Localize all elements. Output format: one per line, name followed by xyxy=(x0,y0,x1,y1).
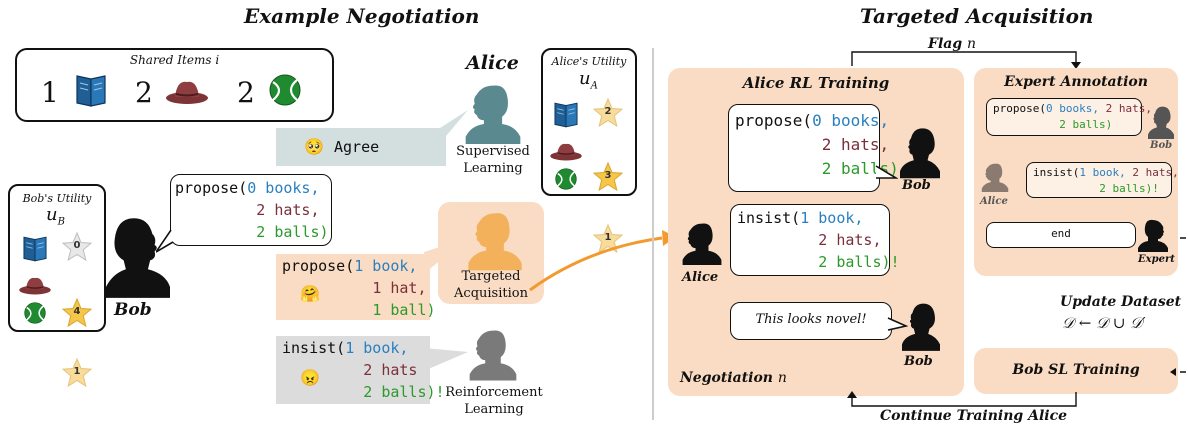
hat-icon xyxy=(550,143,582,161)
bob-utility-symbol: uB xyxy=(46,204,65,228)
bob-label: Bob xyxy=(902,178,931,193)
bob-label: Bob xyxy=(904,354,933,369)
expert-bob-text: propose(0 books, 2 hats, 2 balls) xyxy=(993,102,1152,131)
alice-rl-avatar xyxy=(469,330,517,381)
left-title: Example Negotiation xyxy=(244,4,480,28)
flag-label: Flag n xyxy=(928,36,977,52)
hat-icon xyxy=(19,277,51,295)
bob-avatar xyxy=(1148,106,1174,140)
alice-ball-star: 1 xyxy=(593,224,623,254)
update-arrow xyxy=(1170,237,1186,376)
count-hats: 2 xyxy=(135,76,153,109)
count-books: 1 xyxy=(41,76,59,109)
alice-rl-training-title: Alice RL Training xyxy=(742,74,890,92)
expert-end-text: end xyxy=(1051,227,1071,240)
hat-icon xyxy=(166,81,208,104)
bob-bubble-tail xyxy=(156,230,174,253)
continue-training-label: Continue Training Alice xyxy=(880,408,1068,424)
pleading-face-icon: 🥺 xyxy=(304,137,324,156)
expert-end-bubble: end xyxy=(986,222,1136,248)
agree-bubble: 🥺 Agree xyxy=(276,128,446,166)
agree-text: Agree xyxy=(334,138,380,156)
ball-icon xyxy=(555,168,577,190)
alice-name: Alice xyxy=(466,52,519,74)
bob-avatar xyxy=(106,218,170,298)
targeted-proposal-bubble: propose(1 book, 1 hat, 1 ball) 🤗 xyxy=(276,254,436,320)
book-icon xyxy=(23,236,47,262)
bob-hat-star: 4 xyxy=(62,298,92,328)
novel-text: This looks novel! xyxy=(755,312,867,327)
flag-arrow xyxy=(851,51,1081,69)
alice-book-star: 2 xyxy=(593,98,623,128)
targeted-proposal-text: propose(1 book, 1 hat, 1 ball) xyxy=(282,257,436,319)
expert-alice-text: insist(1 book, 2 hats, 2 balls)! xyxy=(1033,166,1179,195)
targeted-acquisition-arrow xyxy=(529,230,676,292)
rl-bubble-tail xyxy=(424,348,468,370)
hugging-face-icon: 🤗 xyxy=(300,284,320,303)
expert-bob-label: Bob xyxy=(1150,140,1173,151)
alice-avatar xyxy=(682,223,722,265)
alice-avatar xyxy=(981,163,1009,192)
negotiation-label: Negotiation n xyxy=(680,370,787,386)
rl-alice-insist-text: insist(1 book, 2 hats, 2 balls)! xyxy=(737,209,900,271)
rl-bob-bubble-tail xyxy=(875,165,898,179)
ball-icon xyxy=(269,74,302,107)
rl-bob-proposal-bubble: propose(0 books, 2 hats, 2 balls) xyxy=(728,104,899,192)
book-icon xyxy=(554,102,578,128)
shared-items-label: Shared Items i xyxy=(129,53,220,67)
update-dataset-title: Update Dataset xyxy=(1060,294,1182,310)
bob-name: Bob xyxy=(114,300,152,320)
panel-divider xyxy=(652,48,654,420)
expert-label: Expert xyxy=(1138,254,1175,265)
shared-items-symbol: i xyxy=(215,53,220,67)
expert-annotation-title: Expert Annotation xyxy=(1004,74,1148,90)
bob-avatar xyxy=(900,128,940,179)
alice-hat-star: 3 xyxy=(593,162,623,192)
expert-alice-label: Alice xyxy=(980,196,1008,207)
expert-annotation-box: Expert Annotation propose(0 books, 2 hat… xyxy=(974,68,1179,276)
rl-proposal-text: insist(1 book, 2 hats 2 balls)! xyxy=(282,339,445,401)
rl-proposal-bubble: insist(1 book, 2 hats 2 balls)! 😠 xyxy=(276,336,445,404)
bob-sl-training-box: Bob SL Training xyxy=(974,348,1178,394)
update-dataset-formula: 𝒟 ← 𝒟 ∪ 𝒟′ xyxy=(1062,314,1146,332)
ball-icon xyxy=(24,302,46,324)
count-balls: 2 xyxy=(237,76,255,109)
shared-items-box: Shared Items i 1 2 2 xyxy=(15,48,334,122)
expert-bob-bubble: propose(0 books, 2 hats, 2 balls) xyxy=(986,98,1152,136)
expert-alice-bubble: insist(1 book, 2 hats, 2 balls)! xyxy=(1026,162,1179,198)
bob-utility-box: Bob's Utility uB 0 4 1 xyxy=(8,184,106,387)
angry-face-icon: 😠 xyxy=(300,368,320,387)
alice-rl-training-box: Alice RL Training propose(0 books, 2 hat… xyxy=(668,68,964,396)
continue-training-arrow xyxy=(847,391,1077,407)
alice-label: Alice xyxy=(682,270,719,285)
novel-bubble-tail xyxy=(887,317,908,331)
bob-ball-star: 1 xyxy=(62,358,92,388)
alice-targeted-avatar xyxy=(468,213,522,271)
novel-bubble: This looks novel! xyxy=(730,302,892,340)
rl-alice-insist-bubble: insist(1 book, 2 hats, 2 balls)! xyxy=(730,204,900,276)
agree-bubble-tail xyxy=(440,110,468,136)
expert-avatar xyxy=(1138,219,1168,252)
bob-proposal-bubble: propose(0 books, 2 hats, 2 balls) xyxy=(170,174,332,246)
alice-supervised-avatar xyxy=(465,85,521,144)
alice-utility-symbol: uA xyxy=(579,68,598,92)
targeted-bubble-tail xyxy=(424,238,468,272)
bob-avatar xyxy=(902,303,940,351)
rl-bob-proposal-text: propose(0 books, 2 hats, 2 balls) xyxy=(735,111,899,178)
alice-utility-box: Alice's Utility uA 2 3 1 xyxy=(541,48,637,253)
right-title: Targeted Acquisition xyxy=(860,4,1094,28)
book-icon xyxy=(76,75,106,107)
alice-utility-label: Alice's Utility xyxy=(551,55,627,68)
bob-sl-training-title: Bob SL Training xyxy=(1012,362,1140,378)
bob-utility-label: Bob's Utility xyxy=(22,192,92,205)
bob-book-star: 0 xyxy=(62,232,92,262)
bob-proposal-text: propose(0 books, 2 hats, 2 balls) xyxy=(175,179,329,241)
